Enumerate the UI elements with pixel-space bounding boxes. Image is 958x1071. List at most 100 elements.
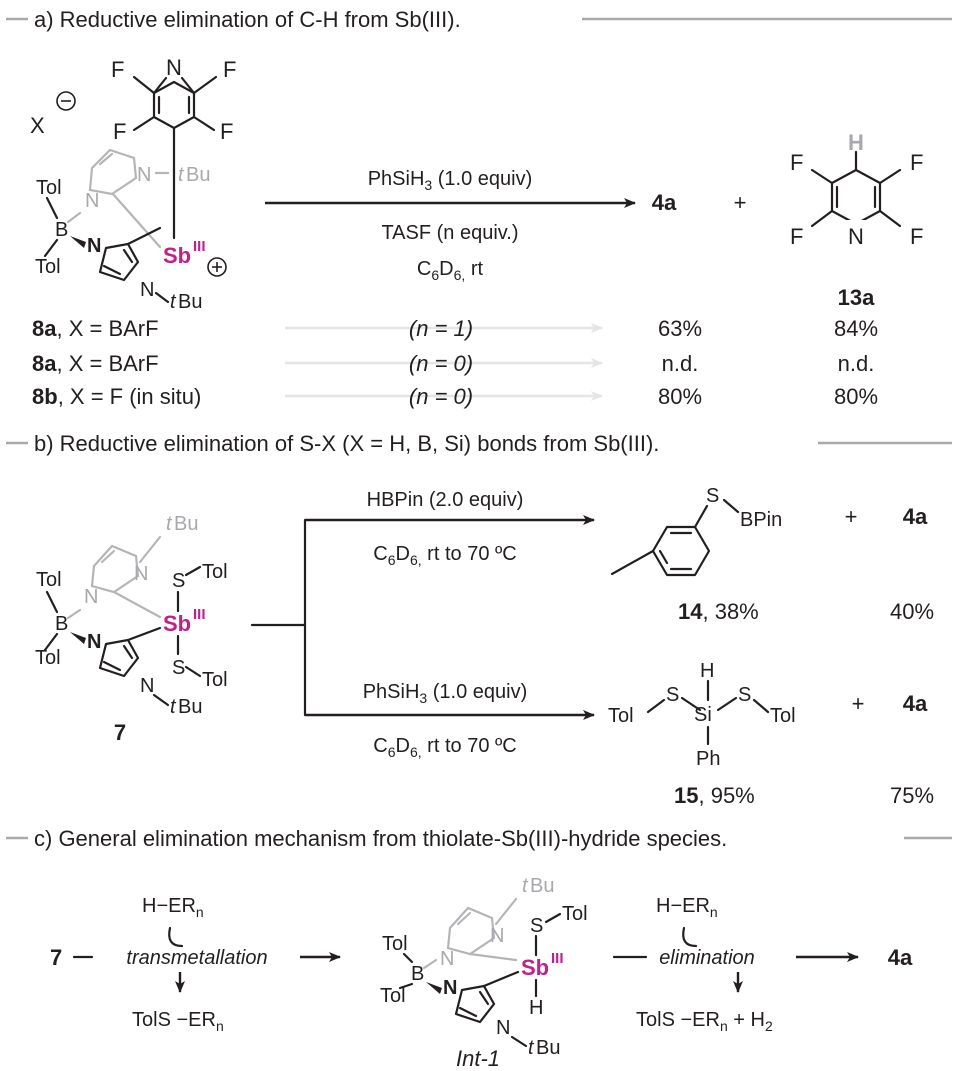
product-4a: 4a [652,190,677,215]
atom-n: N [848,224,864,249]
lower-reagent: PhSiH3 (1.0 equiv) [363,681,528,706]
step-transmetallation: transmetallation [126,947,267,969]
positive-charge-icon [207,257,227,277]
atom-f: F [220,119,233,144]
reagent-her: H−ERn [656,895,718,920]
oxidation-state: III [193,606,206,623]
tbu-label: Bu [178,291,202,313]
upper-conditions: C6D6, rt to 70 ºC [373,543,517,568]
conditions-label: TASF (n equiv.) [381,222,518,244]
tbu-grey: Bu [174,513,198,535]
row-3: 8b, X = F (in situ) (n = 0) 80% 80% [32,384,878,409]
atom-h-grey: H [848,130,864,155]
row-yield-13a: 84% [834,316,878,341]
compound-7-label: 7 [114,720,126,745]
compound-7-label: 7 [50,945,62,970]
atom-h: H [529,997,543,1019]
tol-label: Tol [382,933,408,955]
tbu-grey: Bu [186,164,210,186]
product-13a: 13a [838,285,875,310]
atom-b: B [411,963,424,985]
tol-label: Tol [35,256,61,278]
section-b: b) Reductive elimination of S-X (X = H, … [6,431,952,808]
tol-label: Tol [202,669,228,691]
oxidation-state: III [193,238,206,255]
row-yield-4a: 63% [658,316,702,341]
negative-charge-icon [56,91,76,111]
row-1: 8a, X = BArF (n = 1) 63% 84% [32,316,878,341]
upper-4a: 4a [903,504,928,529]
tetrafluoropyridyl-group: N F F F F [111,55,236,240]
atom-n-grey: N [134,563,148,585]
lower-product-label: 15, 95% [674,783,755,808]
atom-s: S [172,570,185,592]
atom-n-bold: N [87,235,101,257]
atom-h: H [700,660,714,682]
atom-sb: Sb [521,955,549,980]
byproduct-tols-er: TolS −ERn [132,1009,224,1034]
reagent-her: H−ERn [142,895,204,920]
atom-n: N [140,279,154,301]
tol-label: Tol [202,561,228,583]
atom-n-grey: N [490,925,504,947]
atom-f: F [790,150,803,175]
tetrafluoropyridine-13a: H N F F F F [790,130,923,249]
oxidation-state: III [551,950,564,967]
atom-n-bold: N [87,631,101,653]
atom-n: N [496,1017,510,1039]
section-c: c) General elimination mechanism from th… [6,826,952,1071]
atom-f: F [910,224,923,249]
lower-4a: 4a [903,691,928,716]
plus-sign: + [845,504,858,529]
atom-s: S [706,485,719,507]
counterion-label: X [30,113,45,138]
row-yield-4a: 80% [658,384,702,409]
lower-4a-yield: 75% [890,783,934,808]
row-compound: 8b, X = F (in situ) [32,384,201,409]
byproduct-tols-er-h2: TolS −ERn + H2 [636,1009,773,1034]
tbu-label: Bu [536,1037,560,1059]
upper-product-label: 14, 38% [678,599,759,624]
lower-conditions: C6D6, rt to 70 ºC [373,735,517,760]
atom-s: S [530,915,543,937]
row-n: (n = 0) [409,351,473,376]
tol-label: Tol [608,705,634,727]
atom-n: N [166,55,182,80]
tbu-italic: t [170,696,177,718]
atom-n-grey: N [137,164,151,186]
int-1-label: Int-1 [456,1046,500,1071]
product-15: Tol S Si H Ph S Tol [608,660,796,770]
tbu-italic: t [522,875,529,897]
section-a: a) Reductive elimination of C-H from Sb(… [6,7,952,409]
tbu-italic: t [528,1037,535,1059]
row-n: (n = 1) [409,316,473,341]
tbu-grey: Bu [530,875,554,897]
atom-n-grey: N [85,190,99,212]
solvent-label: C6D6, rt [417,258,484,283]
atom-f: F [223,57,236,82]
tol-label: Tol [35,647,61,669]
row-compound: 8a, X = BArF [32,351,159,376]
plus-sign: + [734,190,747,215]
section-c-title: c) General elimination mechanism from th… [34,826,727,851]
atom-n-grey: N [84,586,98,608]
tbu-italic: t [166,513,173,535]
tbu-italic: t [178,164,185,186]
atom-f: F [113,119,126,144]
tbu-label: Bu [178,696,202,718]
tol-label: Tol [562,903,588,925]
atom-si: Si [694,704,712,726]
row-yield-13a: n.d. [838,351,875,376]
complex-8: N N t Bu Tol Tol B N N t Bu Sb III [35,148,227,313]
complex-7: N N t Bu Tol Tol B N N t Bu Sb III [35,513,228,745]
section-b-title: b) Reductive elimination of S-X (X = H, … [34,431,659,456]
tol-label: Tol [770,705,796,727]
atom-n-bold: N [443,977,457,999]
atom-f: F [111,57,124,82]
atom-sb: Sb [163,611,191,636]
tol-label: Tol [36,569,62,591]
atom-n-grey: N [440,948,454,970]
atom-s: S [738,684,751,706]
row-yield-4a: n.d. [662,351,699,376]
